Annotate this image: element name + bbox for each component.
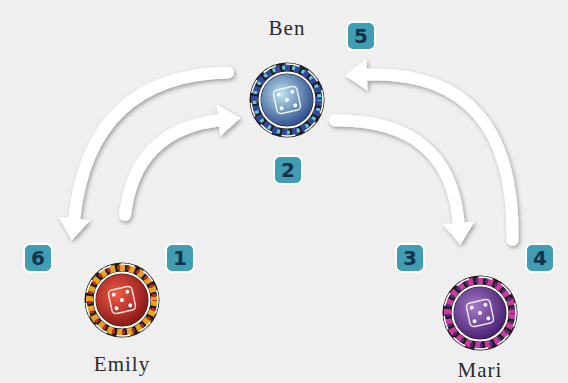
token-illustration	[249, 62, 325, 138]
die-pip	[290, 89, 295, 94]
die-pip	[293, 103, 298, 108]
token-disc	[96, 274, 148, 326]
token-rim	[250, 63, 325, 138]
die-pip	[469, 305, 474, 310]
token-disc	[261, 74, 313, 126]
player-name: Emily	[94, 352, 150, 377]
callout-number: 2	[273, 155, 303, 185]
die-pip	[279, 106, 284, 111]
die-symbol	[273, 86, 301, 114]
token-ring	[255, 68, 320, 133]
token-edge	[444, 277, 516, 349]
die-pip	[276, 92, 281, 97]
arrow-shaft	[367, 75, 513, 240]
die-pip	[111, 292, 116, 297]
token-edge	[86, 264, 158, 336]
die-pip	[478, 311, 483, 316]
arrow-head	[443, 221, 475, 244]
die-pip	[125, 289, 130, 294]
token-ring	[448, 281, 513, 346]
arrow-head	[217, 105, 241, 137]
player-token: Emily	[84, 262, 160, 338]
flow-arrow	[58, 73, 228, 241]
player-token: Mari	[442, 275, 518, 351]
die-pip	[285, 98, 290, 103]
token-illustration	[84, 262, 160, 338]
die-face	[108, 286, 136, 314]
die-pip	[114, 306, 119, 311]
arrow-shaft	[74, 73, 228, 219]
die-face	[273, 86, 301, 114]
die-pip	[128, 303, 133, 308]
die-symbol	[108, 286, 136, 314]
player-token: Ben	[249, 62, 325, 138]
token-rim	[443, 276, 518, 351]
die-pip	[486, 316, 491, 321]
arrow-shaft	[125, 120, 218, 215]
callout-number: 3	[395, 243, 425, 273]
token-ring	[90, 268, 155, 333]
token-ring	[448, 281, 513, 346]
callout-number: 6	[23, 243, 53, 273]
player-name: Ben	[269, 16, 306, 41]
token-inner-ring	[453, 286, 508, 341]
token-inner-ring	[95, 273, 150, 328]
callout-number: 1	[165, 243, 195, 273]
token-ring	[255, 68, 320, 133]
flow-arrow	[345, 59, 513, 240]
callout-number: 5	[346, 21, 376, 51]
token-disc	[454, 287, 506, 339]
token-edge	[251, 64, 323, 136]
flow-arrow	[335, 120, 475, 244]
arrow-shaft	[335, 120, 459, 223]
token-inner-ring	[260, 73, 315, 128]
player-name: Mari	[458, 358, 503, 383]
die-pip	[472, 319, 477, 324]
callout-number: 4	[525, 243, 555, 273]
token-rim	[85, 263, 160, 338]
arrow-head	[345, 59, 367, 91]
die-face	[466, 299, 494, 327]
arrow-head	[58, 217, 90, 241]
token-ring	[90, 268, 155, 333]
die-pip	[120, 298, 125, 303]
flow-arrow	[125, 105, 240, 216]
die-pip	[483, 302, 488, 307]
die-symbol	[466, 299, 494, 327]
token-illustration	[442, 275, 518, 351]
